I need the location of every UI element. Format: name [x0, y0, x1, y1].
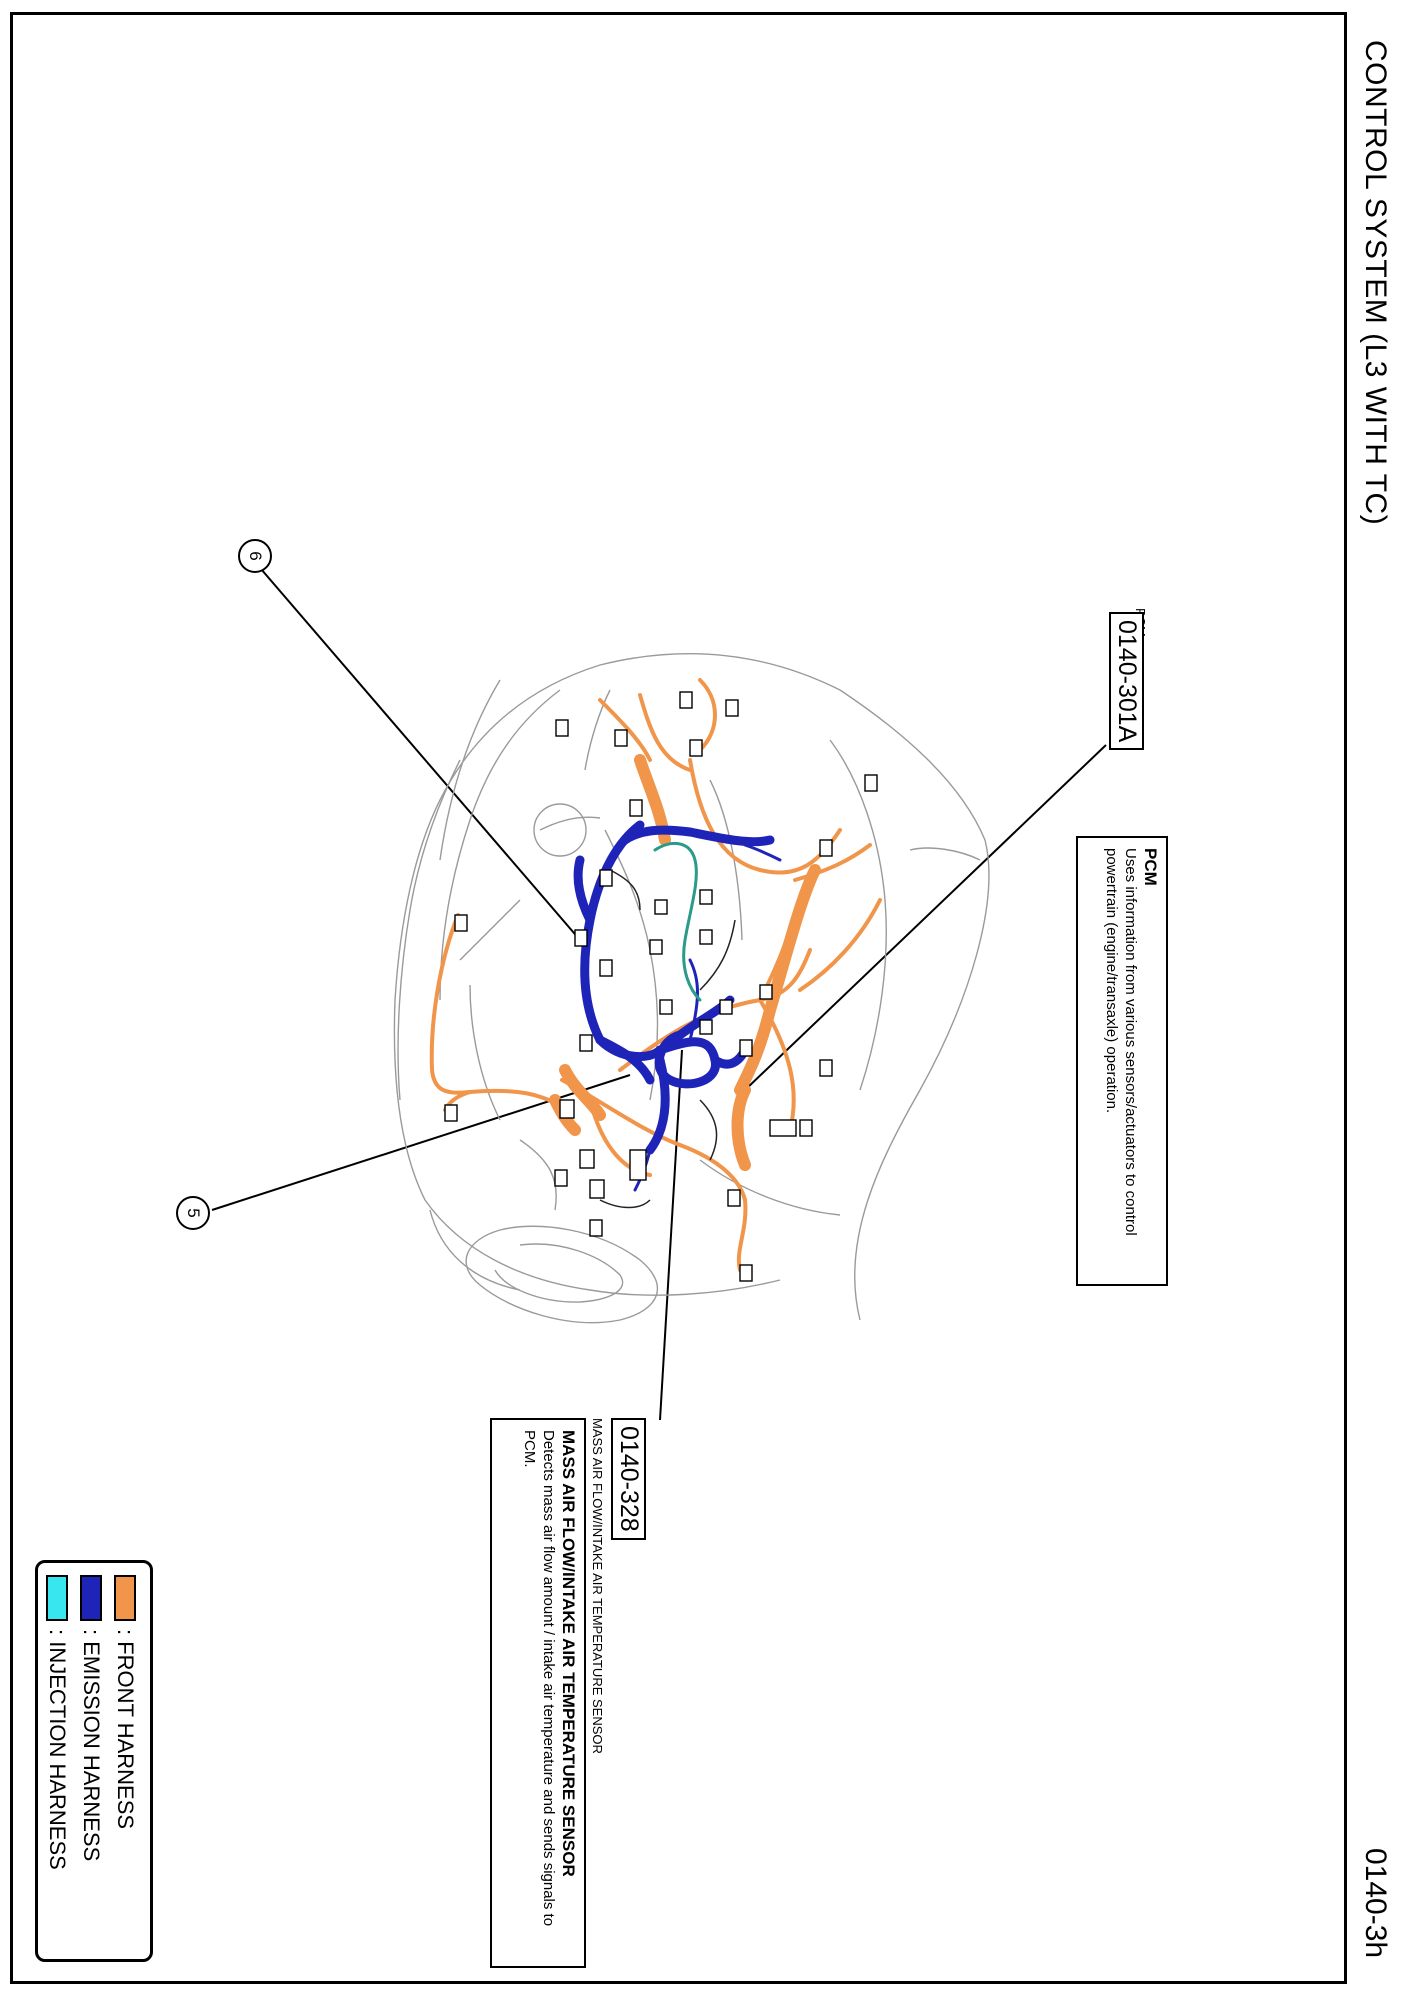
maf-small-label: MASS AIR FLOW/INTAKE AIR TEMPERATURE SEN… [590, 1418, 605, 1754]
injection-harness [653, 841, 702, 1002]
maf-code: 0140-328 [611, 1418, 646, 1540]
page-frame [10, 12, 1347, 1984]
maf-info-text: Detects mass air flow amount / intake ai… [521, 1430, 557, 1927]
front-harness [429, 678, 882, 1272]
pcm-code-box[interactable]: 0140-301A [1109, 612, 1144, 751]
legend-label-front: : FRONT HARNESS [113, 1629, 138, 1830]
callout-5[interactable]: 5 [176, 1196, 210, 1230]
legend-row-front: : FRONT HARNESS [108, 1575, 142, 1947]
leader-line-pcm [744, 744, 1107, 1091]
legend-row-injection: : INJECTION HARNESS [40, 1575, 74, 1947]
maf-code-box[interactable]: 0140-328 [611, 1418, 646, 1540]
pcm-info-title: PCM [1141, 848, 1160, 886]
harness-legend: : FRONT HARNESS : EMISSION HARNESS : INJ… [35, 1560, 153, 1962]
maf-info-title: MASS AIR FLOW/INTAKE AIR TEMPERATURE SEN… [559, 1430, 578, 1877]
injection-harness-swatch [46, 1575, 68, 1621]
leader-line-5 [211, 1074, 631, 1211]
leader-line-6 [254, 561, 581, 941]
pcm-code: 0140-301A [1109, 612, 1144, 751]
front-harness-swatch [114, 1575, 136, 1621]
leader-line-maf [659, 1049, 683, 1421]
legend-label-emission: : EMISSION HARNESS [79, 1629, 104, 1862]
legend-row-emission: : EMISSION HARNESS [74, 1575, 108, 1947]
callout-6[interactable]: 6 [238, 539, 272, 573]
vehicle-body-outline [393, 652, 990, 1324]
pcm-info-text: Uses information from various sensors/ac… [1103, 848, 1139, 1236]
maf-info-box: MASS AIR FLOW/INTAKE AIR TEMPERATURE SEN… [490, 1418, 586, 1968]
pcm-info-box: PCM Uses information from various sensor… [1076, 836, 1168, 1286]
harness-connectors [444, 691, 878, 1282]
legend-label-injection: : INJECTION HARNESS [45, 1629, 70, 1870]
emission-harness-swatch [80, 1575, 102, 1621]
harness-wires [599, 869, 736, 1209]
